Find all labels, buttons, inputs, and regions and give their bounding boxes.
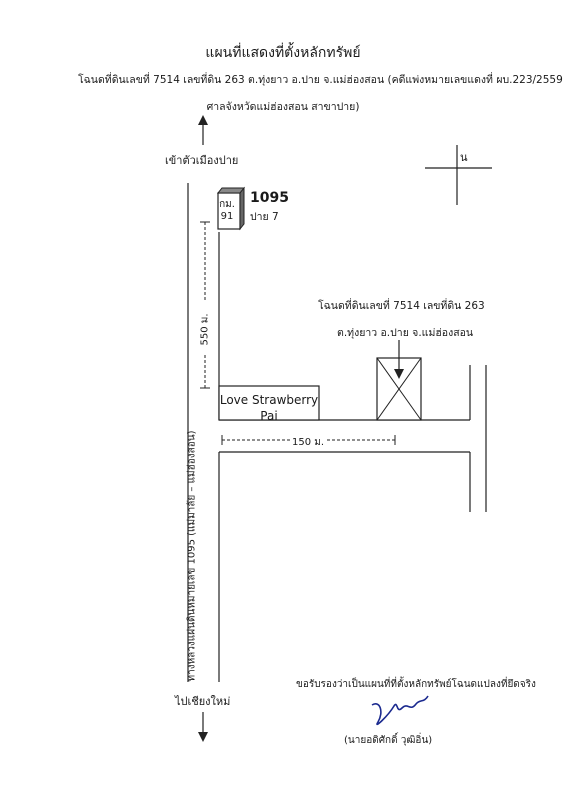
signer-name: (นายอดิศักดิ์ วุฒิอิ่น) [344,735,433,746]
compass-north-label: น [460,151,468,164]
south-arrow-head [198,732,208,742]
south-direction-label: ไปเชียงใหม่ [175,695,231,708]
signature [371,695,429,726]
land-plot-cross-2 [376,357,422,421]
highway-number: 1095 [250,190,289,206]
km-marker-side [239,186,245,231]
north-direction-label: เข้าตัวเมืองปาย [165,154,239,167]
distance-150-label: 150 ม. [290,435,327,450]
plot-label-line1: โฉนดที่ดินเลขที่ 7514 เลขที่ดิน 263 [318,300,485,312]
page-title: แผนที่แสดงที่ตั้งหลักทรัพย์ [205,45,361,61]
highway-name-label: ทางหลวงแผ่นดินหมายเลข 1095 (แม่มาลัย – แ… [186,430,198,682]
north-arrow-head [198,115,208,125]
highway-km-label: ปาย 7 [250,211,279,223]
deed-info-line2: ศาลจังหวัดแม่ฮ่องสอน สาขาปาย) [206,101,360,113]
landmark-label: Love Strawberry Pai [219,393,319,423]
plot-pointer-head [394,369,404,379]
shop-box [218,385,320,421]
distance-550-label: 550 ม. [199,313,211,346]
deed-info-line1: โฉนดที่ดินเลขที่ 7514 เลขที่ดิน 263 ต.ทุ… [78,74,563,86]
km-marker-code: กม. 91 [219,199,235,222]
certification-text: ขอรับรองว่าเป็นแผนที่ที่ตั้งหลักทรัพย์โฉ… [296,679,536,690]
plot-label-line2: ต.ทุ่งยาว อ.ปาย จ.แม่ฮ่องสอน [337,327,474,339]
